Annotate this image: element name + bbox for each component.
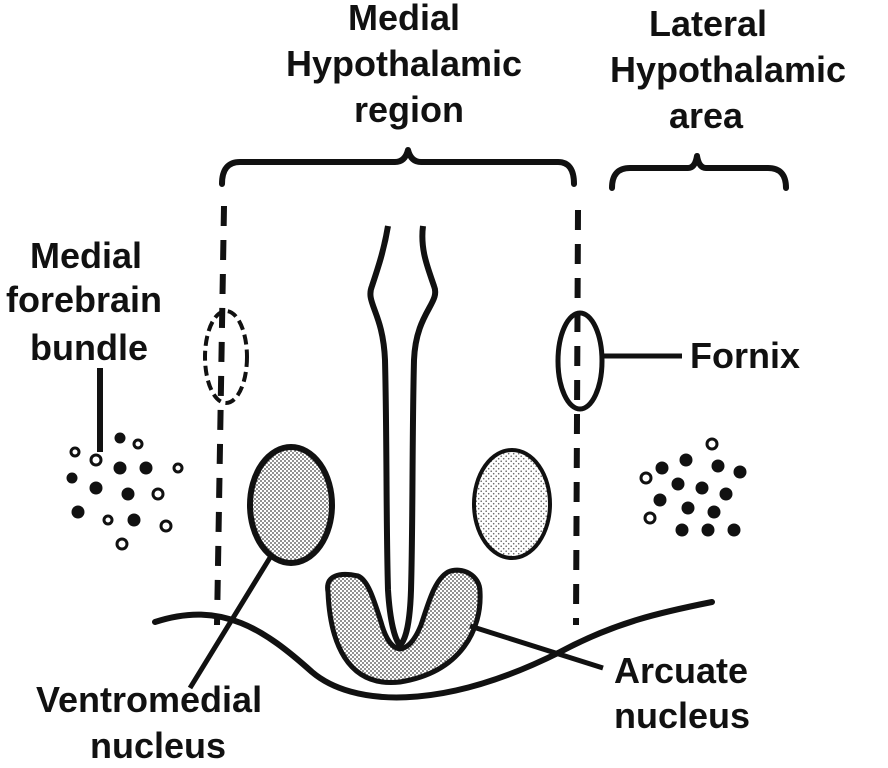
lateral-area-label: Lateral Hypothalamic area — [610, 3, 856, 136]
fornix-right — [555, 310, 605, 412]
ventromedial-nucleus-right — [472, 448, 552, 560]
medial-region-bracket — [219, 147, 577, 187]
medial-forebrain-bundle-dots — [66, 432, 184, 551]
ventromedial-leader — [187, 554, 274, 690]
ventromedial-label: Ventromedial nucleus — [36, 679, 272, 766]
lateral-hypothalamic-dots — [639, 437, 747, 537]
medial-region-label: Medial Hypothalamic region — [286, 0, 532, 130]
right-boundary-dashed — [573, 209, 581, 626]
fornix-label: Fornix — [690, 335, 800, 376]
forebrain-bundle-label: Medial forebrain bundle — [6, 235, 172, 368]
lateral-area-bracket — [609, 153, 789, 191]
fornix-left — [203, 309, 249, 405]
third-ventricle — [367, 225, 439, 648]
arcuate-label: Arcuate nucleus — [614, 650, 758, 736]
ventral-surface-curve — [152, 599, 715, 701]
left-boundary-dashed — [214, 205, 227, 626]
arcuate-leader — [469, 623, 604, 671]
ventromedial-nucleus-left — [247, 444, 335, 566]
arcuate-nucleus — [325, 567, 483, 685]
